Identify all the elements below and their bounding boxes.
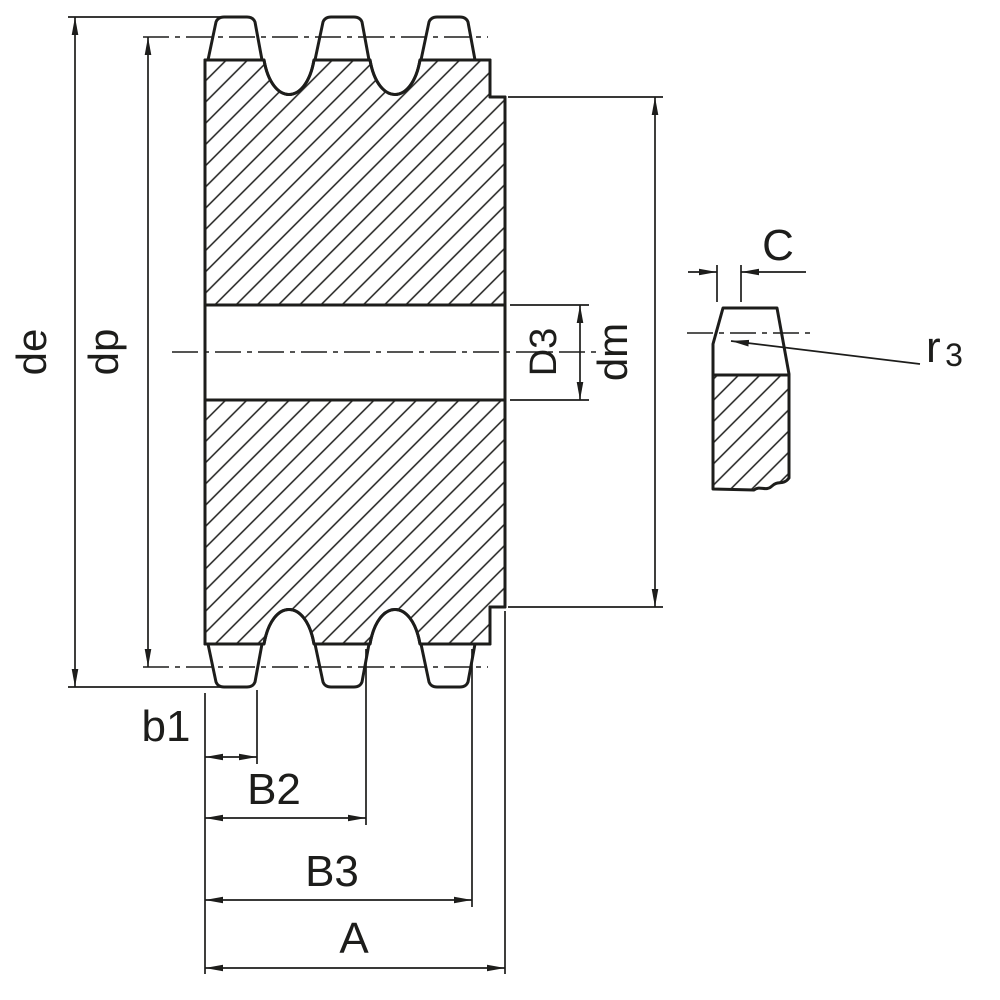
dimension-de: de — [8, 16, 226, 688]
dim-label-D3: D3 — [523, 328, 565, 377]
dim-label-b1: b1 — [142, 702, 191, 751]
dimension-dm: dm — [508, 96, 663, 608]
r3-label-base: r — [926, 323, 941, 372]
dimension-C: C — [688, 221, 806, 302]
dimension-D3: D3 — [510, 304, 589, 401]
sprocket-front-section — [143, 15, 597, 689]
r3-label-subscript: 3 — [945, 337, 963, 373]
dim-label-A: A — [339, 914, 369, 963]
dimension-r3: r 3 — [730, 323, 963, 373]
tooth-profile-detail: C r 3 — [687, 221, 963, 492]
r3-leader-line — [730, 339, 921, 365]
dim-label-r3: r 3 — [926, 323, 963, 373]
dim-label-B2: B2 — [247, 765, 301, 814]
dimension-dp: dp — [80, 37, 152, 667]
width-dimensions: b1 B2 B3 A — [142, 611, 506, 974]
dim-label-B3: B3 — [305, 847, 359, 896]
tooth-detail-hatch — [713, 375, 789, 490]
dim-label-C: C — [762, 221, 794, 270]
lower-section-hatch — [203, 398, 507, 646]
dim-label-de: de — [8, 329, 55, 376]
upper-section-hatch — [203, 58, 507, 307]
dim-label-dp: dp — [80, 329, 127, 376]
dim-label-dm: dm — [589, 323, 636, 381]
